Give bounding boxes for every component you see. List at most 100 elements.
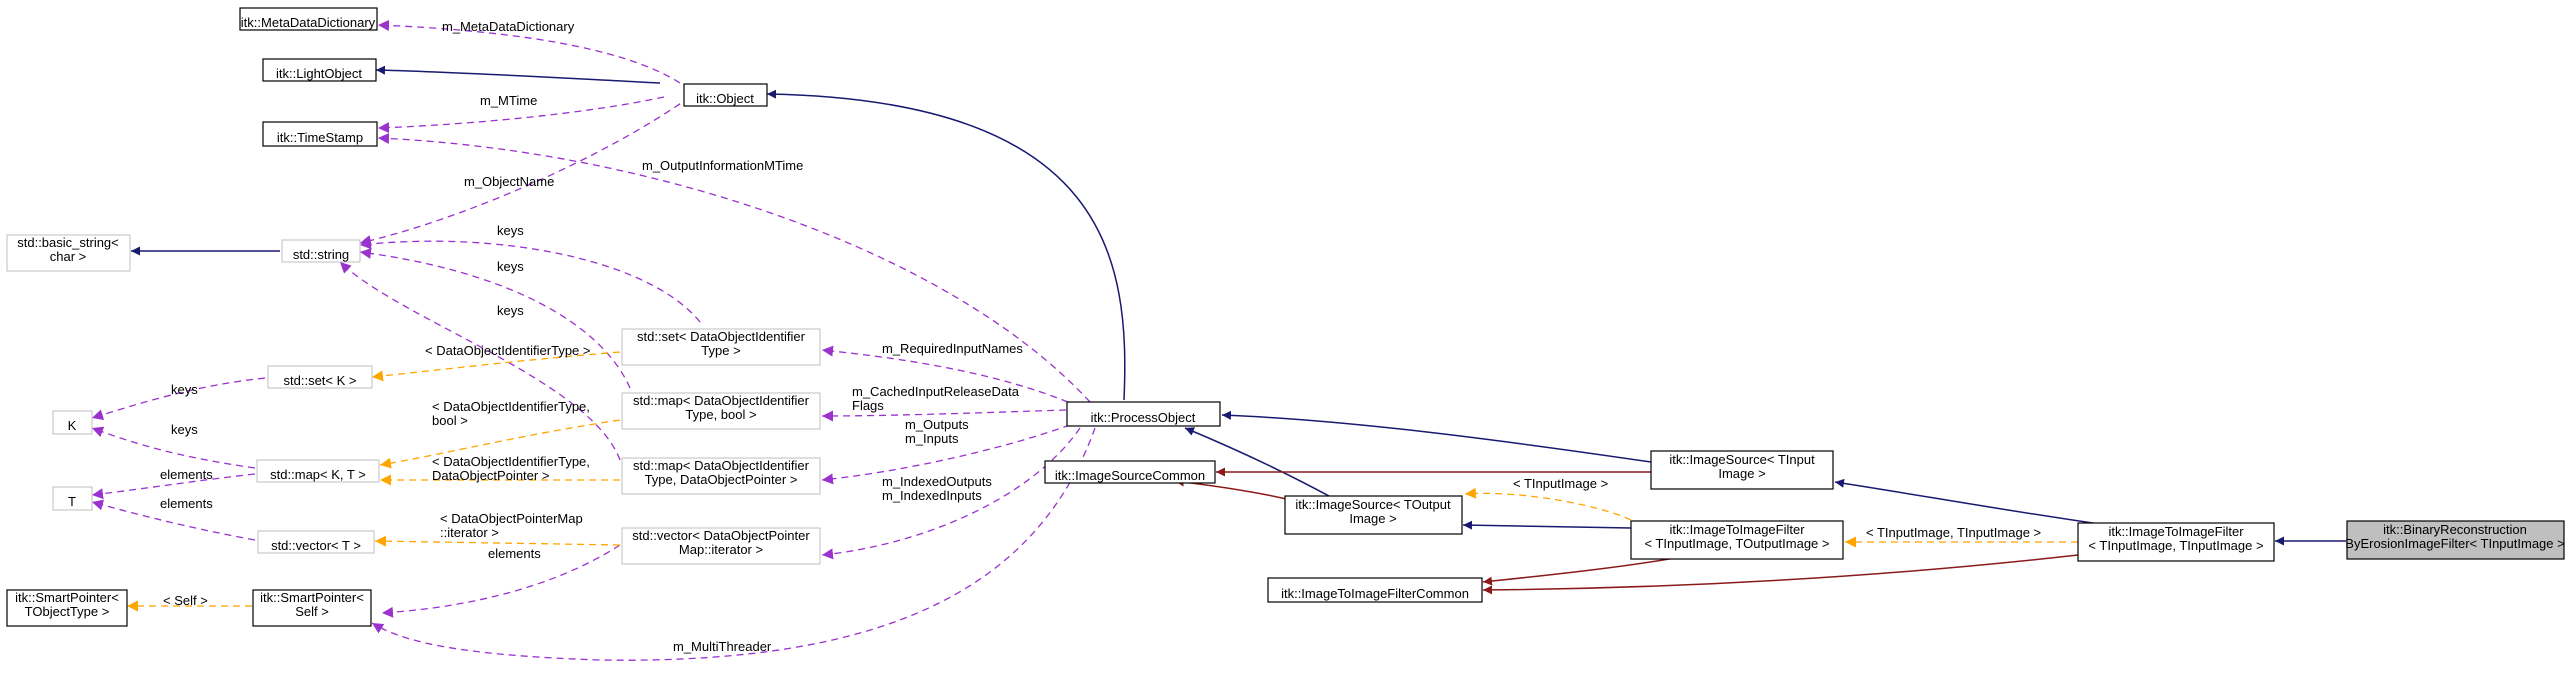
edge-setk-to-k bbox=[91, 377, 266, 420]
node-label-line: T bbox=[68, 494, 76, 509]
edge-label-line: bool > bbox=[432, 413, 468, 428]
node-std-basic-string[interactable]: std::basic_string<char > bbox=[6, 234, 131, 272]
edge-vectordopiter-to-vectort bbox=[374, 535, 621, 547]
node-itk-imagesourcecommon[interactable]: itk::ImageSourceCommon bbox=[1044, 460, 1216, 484]
label-tmpl-dopmap-iter: < DataObjectPointerMap::iterator > bbox=[440, 511, 583, 540]
node-label-line: itk::TimeStamp bbox=[277, 130, 363, 145]
edge-setdoi-to-stdstring bbox=[359, 238, 701, 323]
svg-text:std::vector< T >: std::vector< T > bbox=[271, 538, 361, 553]
label-keys-1: keys bbox=[497, 223, 524, 238]
label-keys-k-map: keys bbox=[171, 422, 198, 437]
node-label-line: itk::ImageToImageFilterCommon bbox=[1281, 586, 1469, 601]
label-elements-smartpointer: elements bbox=[488, 546, 541, 561]
svg-text:itk::SmartPointer<TObjectType: itk::SmartPointer<TObjectType > bbox=[15, 590, 119, 619]
edge-label-line: elements bbox=[160, 496, 213, 511]
node-itk-processobject[interactable]: itk::ProcessObject bbox=[1066, 401, 1221, 427]
node-itk-metadatadictionary[interactable]: itk::MetaDataDictionary bbox=[239, 7, 378, 31]
label-keys-3: keys bbox=[497, 303, 524, 318]
node-std-set-k[interactable]: std::set< K > bbox=[267, 365, 373, 389]
node-std-string[interactable]: std::string bbox=[281, 239, 361, 263]
node-std-vector-t[interactable]: std::vector< T > bbox=[257, 530, 375, 554]
edge-mapdoidop-to-stdstring bbox=[339, 261, 621, 461]
edge-imagetoimagefilter-tin-tout-to-imagesource-tinput bbox=[1464, 487, 1632, 521]
label-tmpl-tinputimage: < TInputImage > bbox=[1513, 476, 1608, 491]
svg-text:itk::MetaDataDictionary: itk::MetaDataDictionary bbox=[241, 15, 376, 30]
node-label-line: itk::ImageSource< TOutput bbox=[1295, 497, 1451, 512]
node-label-line: itk::BinaryReconstruction bbox=[2383, 522, 2527, 537]
node-label-line: itk::ImageSourceCommon bbox=[1055, 468, 1205, 483]
edge-label-line: m_RequiredInputNames bbox=[882, 341, 1023, 356]
edge-processobject-to-setdoi bbox=[821, 345, 1069, 403]
node-itk-imagetoimagefiltercommon[interactable]: itk::ImageToImageFilterCommon bbox=[1267, 577, 1483, 603]
node-itk-imagetoimagefilter-tin-tin[interactable]: itk::ImageToImageFilter< TInputImage, TI… bbox=[2077, 522, 2275, 562]
edge-mapdoibool-to-mapkt bbox=[379, 419, 621, 469]
node-label-line: itk::SmartPointer< bbox=[260, 590, 364, 605]
edge-label-line: < DataObjectIdentifierType, bbox=[432, 399, 590, 414]
edge-label-line: keys bbox=[497, 259, 524, 274]
edge-processobject-to-object bbox=[766, 89, 1126, 401]
edge-mapkt-to-t bbox=[91, 473, 256, 500]
label-m-objectname: m_ObjectName bbox=[464, 174, 554, 189]
node-label-line: Type, DataObjectPointer > bbox=[645, 472, 798, 487]
edge-label-line: < DataObjectIdentifierType, bbox=[432, 454, 590, 469]
edge-imagesource-tinput-to-processobject bbox=[1221, 410, 1652, 463]
node-label-line: std::map< DataObjectIdentifier bbox=[633, 393, 810, 408]
node-k[interactable]: K bbox=[52, 410, 93, 435]
node-label-line: std::set< K > bbox=[284, 373, 357, 388]
edge-label-line: Flags bbox=[852, 398, 884, 413]
label-keys-2: keys bbox=[497, 259, 524, 274]
edge-label-line: ::iterator > bbox=[440, 525, 499, 540]
svg-text:std::string: std::string bbox=[293, 247, 349, 262]
svg-text:itk::ImageToImageFilterCommon: itk::ImageToImageFilterCommon bbox=[1281, 586, 1469, 601]
node-std-map-k-t[interactable]: std::map< K, T > bbox=[256, 459, 380, 483]
node-itk-object[interactable]: itk::Object bbox=[683, 83, 768, 107]
edge-label-line: < DataObjectIdentifierType > bbox=[425, 343, 590, 358]
edge-processobject-to-vectordopiter bbox=[821, 427, 1081, 560]
node-label-line: < TInputImage, TOutputImage > bbox=[1644, 536, 1829, 551]
node-itk-lightobject[interactable]: itk::LightObject bbox=[262, 58, 377, 82]
edge-mapdoibool-to-stdstring bbox=[359, 247, 631, 389]
edge-processobject-to-mapdoibool bbox=[821, 409, 1067, 422]
node-t[interactable]: T bbox=[52, 486, 93, 511]
edge-label-line: < TInputImage, TInputImage > bbox=[1866, 525, 2041, 540]
node-label-line: Image > bbox=[1349, 511, 1396, 526]
node-label-line: Image > bbox=[1718, 466, 1765, 481]
edge-processobject-to-mapdoidop bbox=[821, 424, 1071, 485]
node-label-line: std::map< K, T > bbox=[270, 467, 366, 482]
label-elements-t-map: elements bbox=[160, 467, 213, 482]
node-label-line: itk::ImageSource< TInput bbox=[1669, 452, 1815, 467]
label-tmpl-doi-bool: < DataObjectIdentifierType,bool > bbox=[432, 399, 590, 428]
node-label-line: itk::Object bbox=[696, 91, 754, 106]
svg-text:std::set< K >: std::set< K > bbox=[284, 373, 357, 388]
node-itk-smartpointer-self[interactable]: itk::SmartPointer<Self > bbox=[252, 589, 372, 627]
label-tmpl-doi-type: < DataObjectIdentifierType > bbox=[425, 343, 590, 358]
label-keys-k-set: keys bbox=[171, 382, 198, 397]
edge-label-line: < Self > bbox=[163, 593, 208, 608]
edge-label-line: keys bbox=[171, 422, 198, 437]
label-m-mtime: m_MTime bbox=[480, 93, 537, 108]
edge-vectordopiter-to-smartpointer bbox=[381, 544, 621, 618]
label-m-multithreader: m_MultiThreader bbox=[673, 639, 772, 654]
svg-text:std::map< DataObjectIdentifier: std::map< DataObjectIdentifierType, bool… bbox=[633, 393, 810, 422]
label-tmpl-doi-dop: < DataObjectIdentifierType,DataObjectPoi… bbox=[432, 454, 590, 483]
node-itk-timestamp[interactable]: itk::TimeStamp bbox=[262, 121, 378, 147]
node-itk-smartpointer-tobjecttype[interactable]: itk::SmartPointer<TObjectType > bbox=[6, 589, 128, 627]
edge-label-line: m_MTime bbox=[480, 93, 537, 108]
node-itk-imagetoimagefilter-tin-tout[interactable]: itk::ImageToImageFilter< TInputImage, TO… bbox=[1630, 520, 1844, 560]
edge-processobject-to-smartpointer-multithreader bbox=[371, 427, 1096, 661]
node-label-line: TObjectType > bbox=[25, 604, 110, 619]
node-label-line: itk::ProcessObject bbox=[1091, 410, 1196, 425]
svg-text:K: K bbox=[68, 418, 77, 433]
svg-text:std::vector< DataObjectPointer: std::vector< DataObjectPointerMap::itera… bbox=[632, 528, 810, 557]
node-label-line: std::set< DataObjectIdentifier bbox=[637, 329, 806, 344]
edge-vectort-to-t bbox=[91, 499, 256, 541]
